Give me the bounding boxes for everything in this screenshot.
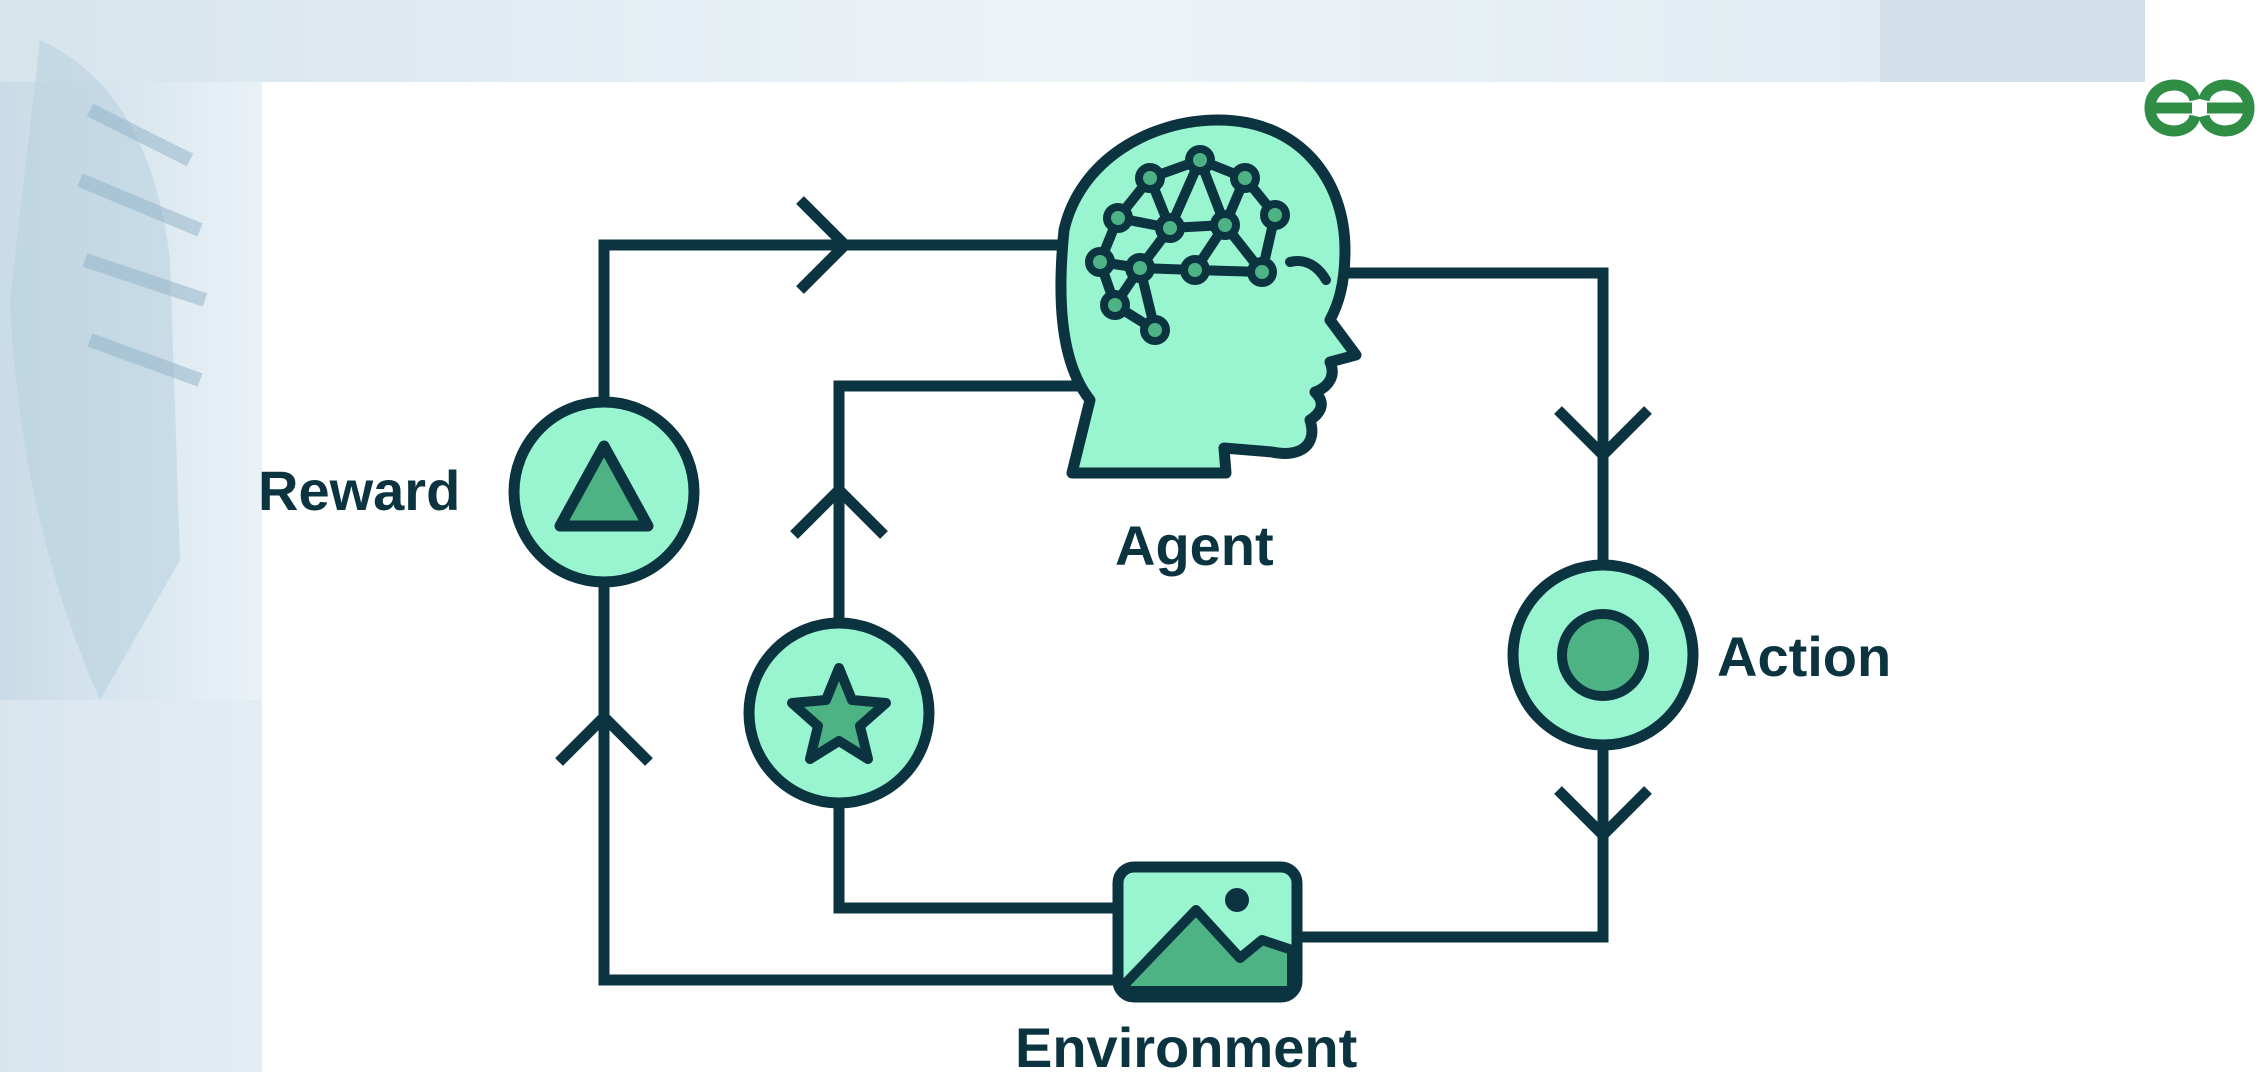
agent-node	[1055, 114, 1362, 479]
agent-label: Agent	[1115, 514, 1274, 577]
arrow-up-reward	[555, 709, 653, 766]
environment-label: Environment	[1015, 1016, 1357, 1072]
environment-node	[1112, 861, 1303, 1003]
arrow-up-state	[790, 482, 888, 539]
triangle-icon	[554, 440, 654, 532]
edge-state-to-agent	[833, 380, 1106, 627]
arrow-down-action-top	[1554, 406, 1652, 463]
state-node	[743, 617, 935, 809]
action-node	[1507, 559, 1699, 751]
reward-node	[508, 396, 700, 588]
edge-action-to-environment	[1291, 744, 1609, 943]
edge-agent-to-action	[1329, 267, 1609, 566]
arrow-down-action-bottom	[1554, 786, 1652, 843]
filled-circle-icon	[1557, 609, 1649, 701]
arrow-right-top	[796, 196, 853, 294]
edge-reward-to-agent	[598, 239, 1066, 404]
brain-head-icon	[1055, 114, 1362, 479]
action-label: Action	[1717, 625, 1891, 688]
landscape-image-icon	[1112, 861, 1303, 1003]
star-icon	[787, 663, 891, 764]
gfg-logo-icon	[2144, 79, 2255, 137]
edge-environment-to-state	[833, 798, 1124, 914]
reward-label: Reward	[258, 459, 460, 522]
